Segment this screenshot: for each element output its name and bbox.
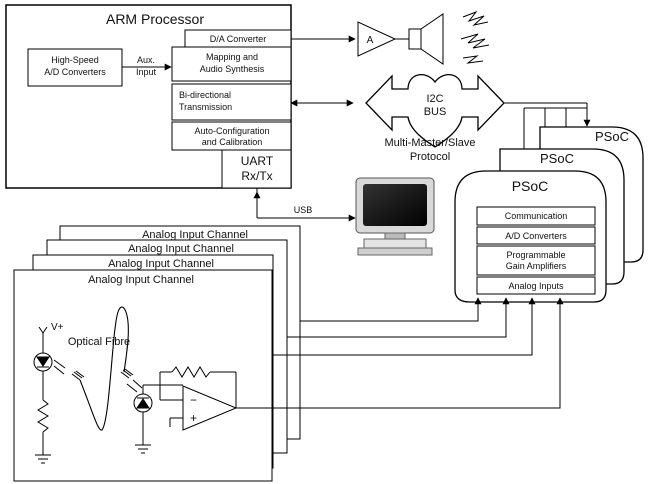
psoc-communication-label: Communication [505, 211, 568, 221]
psoc-pga-block [476, 245, 596, 276]
dac-label: D/A Converter [210, 34, 267, 44]
uart-label-line1: UART [241, 154, 274, 168]
light-ray-icon [132, 379, 143, 389]
analog-input-channels: Analog Input Channel Analog Input Channe… [13, 225, 301, 482]
uart-label-line2: Rx/Tx [241, 169, 272, 183]
resistor-vertical-icon [37, 399, 49, 433]
psoc-card-middle-title: PSoC [540, 151, 574, 166]
bus-protocol-caption-line2: Protocol [410, 151, 450, 163]
light-ray-icon [53, 365, 65, 375]
psoc-adc-label: A/D Converters [505, 231, 567, 241]
mapping-block [171, 46, 292, 82]
mapping-label-line2: Audio Synthesis [200, 64, 265, 74]
arm-processor: ARM Processor High-Speed A/D Converters … [5, 4, 292, 189]
speaker-icon [408, 28, 422, 50]
sound-wave-icon [462, 10, 489, 26]
sound-wave-icon [462, 55, 484, 64]
speaker-cone-icon [420, 13, 444, 65]
i2c-bus: I2C BUS Multi-Master/Slave Protocol [290, 74, 591, 171]
amplifier-triangle [357, 21, 397, 57]
usb-label: USB [294, 205, 313, 215]
photodiode-symbol [136, 398, 150, 409]
amplifier-label: A [367, 35, 374, 46]
channel-wire-1 [236, 297, 564, 409]
i2c-bus-label-line2: BUS [424, 106, 447, 118]
bidirectional-label-line2: Transmission [179, 102, 232, 112]
psoc-analog-inputs-label: Analog Inputs [508, 281, 564, 291]
analog-channel-title-4: Analog Input Channel [142, 229, 248, 241]
analog-channel-title-3: Analog Input Channel [128, 243, 234, 255]
psoc-adc-block [476, 226, 596, 245]
optical-fibre-cable [79, 306, 129, 431]
channel-wire-3 [287, 297, 510, 338]
monitor-stand [384, 232, 406, 240]
psoc-card-back-title: PSoC [595, 129, 629, 144]
analog-channel-title-1: Analog Input Channel [88, 274, 194, 286]
channel-wire-2 [273, 297, 536, 356]
aux-input-label-line2: Input [136, 67, 157, 77]
light-ray-icon [126, 383, 138, 393]
usb-connection: USB [253, 188, 356, 222]
psoc-communication-block [476, 206, 596, 226]
fibre-connector-icon [71, 370, 85, 381]
high-speed-adc-block [27, 48, 123, 87]
high-speed-adc-line1: High-Speed [51, 55, 99, 65]
mapping-label-line1: Mapping and [206, 52, 258, 62]
high-speed-adc-line2: A/D Converters [44, 67, 106, 77]
i2c-bus-label-line1: I2C [426, 93, 443, 105]
opamp-icon [182, 385, 238, 431]
auto-config-block [171, 121, 292, 151]
feedback-resistor-icon [171, 366, 211, 378]
vplus-label: V+ [51, 322, 64, 333]
computer-base-icon [363, 238, 427, 249]
light-ray-icon [53, 359, 66, 369]
supply-terminal-icon [38, 326, 48, 334]
monitor-screen [363, 184, 427, 226]
keyboard-icon [357, 247, 433, 256]
audio-output: A [291, 10, 490, 65]
auto-config-label-line1: Auto-Configuration [194, 126, 269, 136]
psoc-analog-inputs-block [476, 276, 596, 295]
bidirectional-label-line1: Bi-directional [179, 90, 231, 100]
optical-sensor-circuit: V+ Optical Fibre [33, 306, 238, 464]
auto-config-label-line2: and Calibration [202, 137, 263, 147]
psoc-stack: PSoC PSoC PSoC Communication A/D Convert… [454, 126, 644, 303]
channel-wire-4 [300, 297, 482, 322]
led-diode-symbol [36, 356, 50, 367]
psoc-card-front-title: PSoC [512, 178, 549, 194]
channel-to-psoc-wiring [236, 297, 564, 409]
psoc-pga-label-line1: Programmable [506, 250, 565, 260]
analog-channel-title-2: Analog Input Channel [108, 258, 214, 270]
bus-protocol-caption-line1: Multi-Master/Slave [384, 137, 475, 149]
computer-icon [355, 177, 435, 256]
uart-block [221, 149, 292, 189]
optical-fibre-label: Optical Fibre [68, 336, 130, 348]
bidirectional-block [171, 83, 292, 121]
aux-input-label-line1: Aux. [137, 55, 155, 65]
sound-wave-icon [460, 33, 490, 49]
arm-processor-title: ARM Processor [106, 11, 204, 27]
opamp-plus-label: + [190, 411, 197, 425]
psoc-pga-label-line2: Gain Amplifiers [506, 261, 567, 271]
analog-channel-card-1 [13, 269, 273, 482]
opamp-minus-label: − [190, 393, 197, 407]
